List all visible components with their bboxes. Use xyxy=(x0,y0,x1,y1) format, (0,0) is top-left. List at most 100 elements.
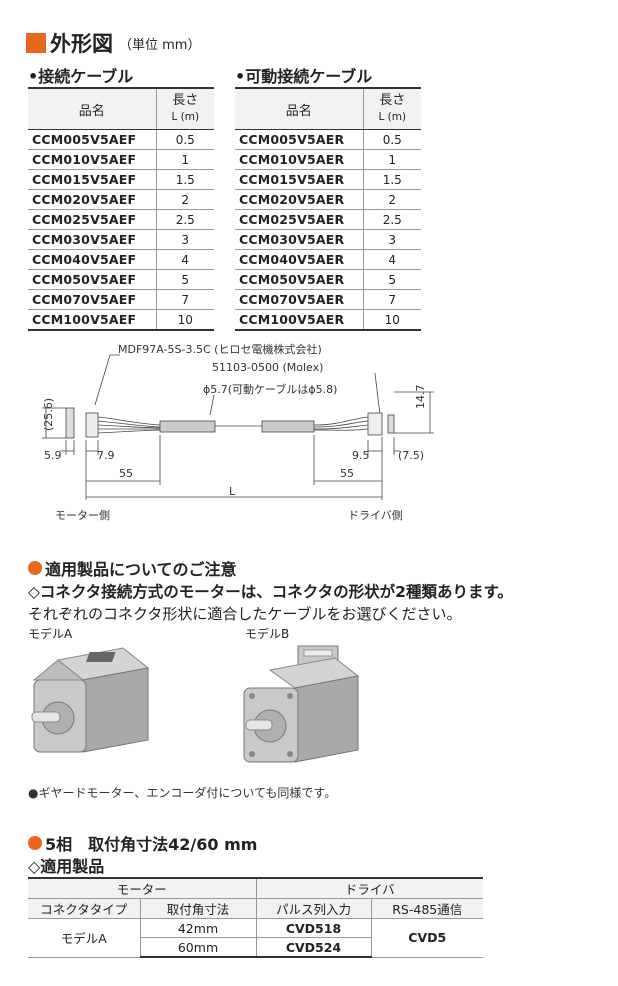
rs485-cvd5: CVD5 xyxy=(370,918,483,958)
unit-note: （単位 mm） xyxy=(119,37,201,53)
length-cell: 1.5 xyxy=(363,169,421,190)
product-name-cell: CCM005V5AEF xyxy=(28,129,157,150)
length-cell: 2 xyxy=(156,189,214,210)
length-cell: 10 xyxy=(363,309,421,331)
hdr-driver: ドライバ xyxy=(255,877,483,899)
pulse-cvd518: CVD518 xyxy=(255,918,372,938)
notice-title: 適用製品についてのご注意 xyxy=(45,560,237,579)
mount-60: 60mm xyxy=(139,937,257,958)
product-name-cell: CCM070V5AEF xyxy=(28,289,157,310)
length-cell: 2.5 xyxy=(363,209,421,230)
product-name-cell: CCM020V5AER xyxy=(235,189,364,210)
dim-9-5: 9.5 xyxy=(352,449,370,462)
length-cell: 2.5 xyxy=(156,209,214,230)
dim-7-9: 7.9 xyxy=(97,449,115,462)
product-name-cell: CCM015V5AER xyxy=(235,169,364,190)
cable-diameter-label: ϕ5.7(可動ケーブルはϕ5.8) xyxy=(203,382,337,396)
section5-subtitle: ◇適用製品 xyxy=(28,857,105,876)
col-header-name: 品名 xyxy=(28,88,157,130)
length-cell: 5 xyxy=(156,269,214,290)
hdr-rs485: RS-485通信 xyxy=(370,898,483,919)
motor-model-a-image xyxy=(31,647,150,753)
driver-side-label: ドライバ側 xyxy=(348,509,403,522)
motor-side-label: モーター側 xyxy=(55,509,110,522)
dim-55-right: 55 xyxy=(340,467,354,480)
dim-L: L xyxy=(229,485,236,498)
model-a-label: モデルA xyxy=(28,627,73,641)
orange-dot-icon xyxy=(28,836,42,850)
length-cell: 0.5 xyxy=(156,129,214,150)
pulse-cvd524: CVD524 xyxy=(255,937,372,958)
product-name-cell: CCM030V5AER xyxy=(235,229,364,250)
product-name-cell: CCM050V5AER xyxy=(235,269,364,290)
connector-motor-label: MDF97A-5S-3.5C (ヒロセ電機株式会社) xyxy=(118,342,322,356)
product-name-cell: CCM005V5AER xyxy=(235,129,364,150)
dim-5-9: 5.9 xyxy=(44,449,62,462)
model-b-label: モデルB xyxy=(245,627,290,641)
cable-dimension-drawing: MDF97A-5S-3.5C (ヒロセ電機株式会社) 51103-0500 (M… xyxy=(42,342,434,522)
length-cell: 7 xyxy=(156,289,214,310)
length-cell: 2 xyxy=(363,189,421,210)
length-cell: 0.5 xyxy=(363,129,421,150)
hdr-connector-type: コネクタタイプ xyxy=(28,898,141,919)
cable-table-2-title: •可動接続ケーブル xyxy=(235,67,373,86)
footnote: ●ギヤードモーター、エンコーダ付についても同様です。 xyxy=(28,786,337,800)
dim-7-5: (7.5) xyxy=(398,449,424,462)
motor-model-b-image xyxy=(243,645,360,763)
hdr-motor: モーター xyxy=(28,877,257,899)
dim-14-7: 14.7 xyxy=(414,385,427,410)
product-name-cell: CCM100V5AER xyxy=(235,309,364,331)
dim-25-6: (25.6) xyxy=(42,398,55,431)
product-name-cell: CCM070V5AER xyxy=(235,289,364,310)
length-cell: 5 xyxy=(363,269,421,290)
length-cell: 3 xyxy=(363,229,421,250)
product-name-cell: CCM010V5AEF xyxy=(28,149,157,170)
length-cell: 1 xyxy=(156,149,214,170)
product-name-cell: CCM025V5AEF xyxy=(28,209,157,230)
section5-title: 5相 取付角寸法42/60 mm xyxy=(45,835,258,854)
product-name-cell: CCM040V5AER xyxy=(235,249,364,270)
section5-title-row: 5相 取付角寸法42/60 mm xyxy=(28,831,257,855)
length-cell: 4 xyxy=(363,249,421,270)
orange-square-icon xyxy=(26,33,46,53)
cable-table-1-title: •接続ケーブル xyxy=(28,67,134,86)
length-cell: 4 xyxy=(156,249,214,270)
length-cell: 1 xyxy=(363,149,421,170)
hdr-pulse-input: パルス列入力 xyxy=(255,898,372,919)
length-cell: 3 xyxy=(156,229,214,250)
length-cell: 7 xyxy=(363,289,421,310)
applicable-products-table: モーター ドライバ コネクタタイプ 取付角寸法 パルス列入力 RS-485通信 … xyxy=(28,877,483,958)
page-title: 外形図 xyxy=(50,32,113,56)
notice-line-2: それぞれのコネクタ形状に適合したケーブルをお選びください。 xyxy=(28,605,462,623)
product-name-cell: CCM050V5AEF xyxy=(28,269,157,290)
product-name-cell: CCM030V5AEF xyxy=(28,229,157,250)
notice-title-row: 適用製品についてのご注意 xyxy=(28,556,237,580)
dim-55-left: 55 xyxy=(119,467,133,480)
page-heading: 外形図 （単位 mm） xyxy=(26,28,200,58)
product-name-cell: CCM025V5AER xyxy=(235,209,364,230)
orange-dot-icon xyxy=(28,561,42,575)
length-cell: 1.5 xyxy=(156,169,214,190)
product-name-cell: CCM010V5AER xyxy=(235,149,364,170)
